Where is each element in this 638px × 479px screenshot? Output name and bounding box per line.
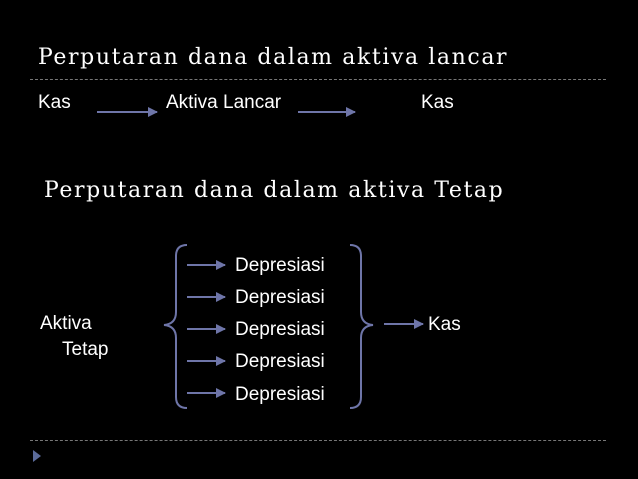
- right-brace-icon: [349, 244, 374, 409]
- flow-aktiva-lancar: Aktiva Lancar: [166, 92, 282, 113]
- section2-title: Perputaran dana dalam aktiva Tetap: [44, 178, 505, 203]
- depresiasi-item-5: Depresiasi: [235, 384, 325, 405]
- depresiasi-item-2: Depresiasi: [235, 287, 325, 308]
- target-kas: Kas: [428, 314, 461, 335]
- flow-kas-end: Kas: [421, 92, 454, 113]
- source-tetap: Tetap: [62, 339, 109, 360]
- depresiasi-item-4: Depresiasi: [235, 351, 325, 372]
- left-brace-icon: [163, 244, 188, 409]
- source-aktiva: Aktiva: [40, 313, 92, 334]
- section1-title: Perputaran dana dalam aktiva lancar: [38, 45, 509, 70]
- depresiasi-item-1: Depresiasi: [235, 255, 325, 276]
- flow-kas-start: Kas: [38, 92, 71, 113]
- bottom-divider: [30, 440, 606, 441]
- top-divider: [30, 79, 606, 80]
- bullet-triangle-icon: [33, 450, 41, 462]
- depresiasi-item-3: Depresiasi: [235, 319, 325, 340]
